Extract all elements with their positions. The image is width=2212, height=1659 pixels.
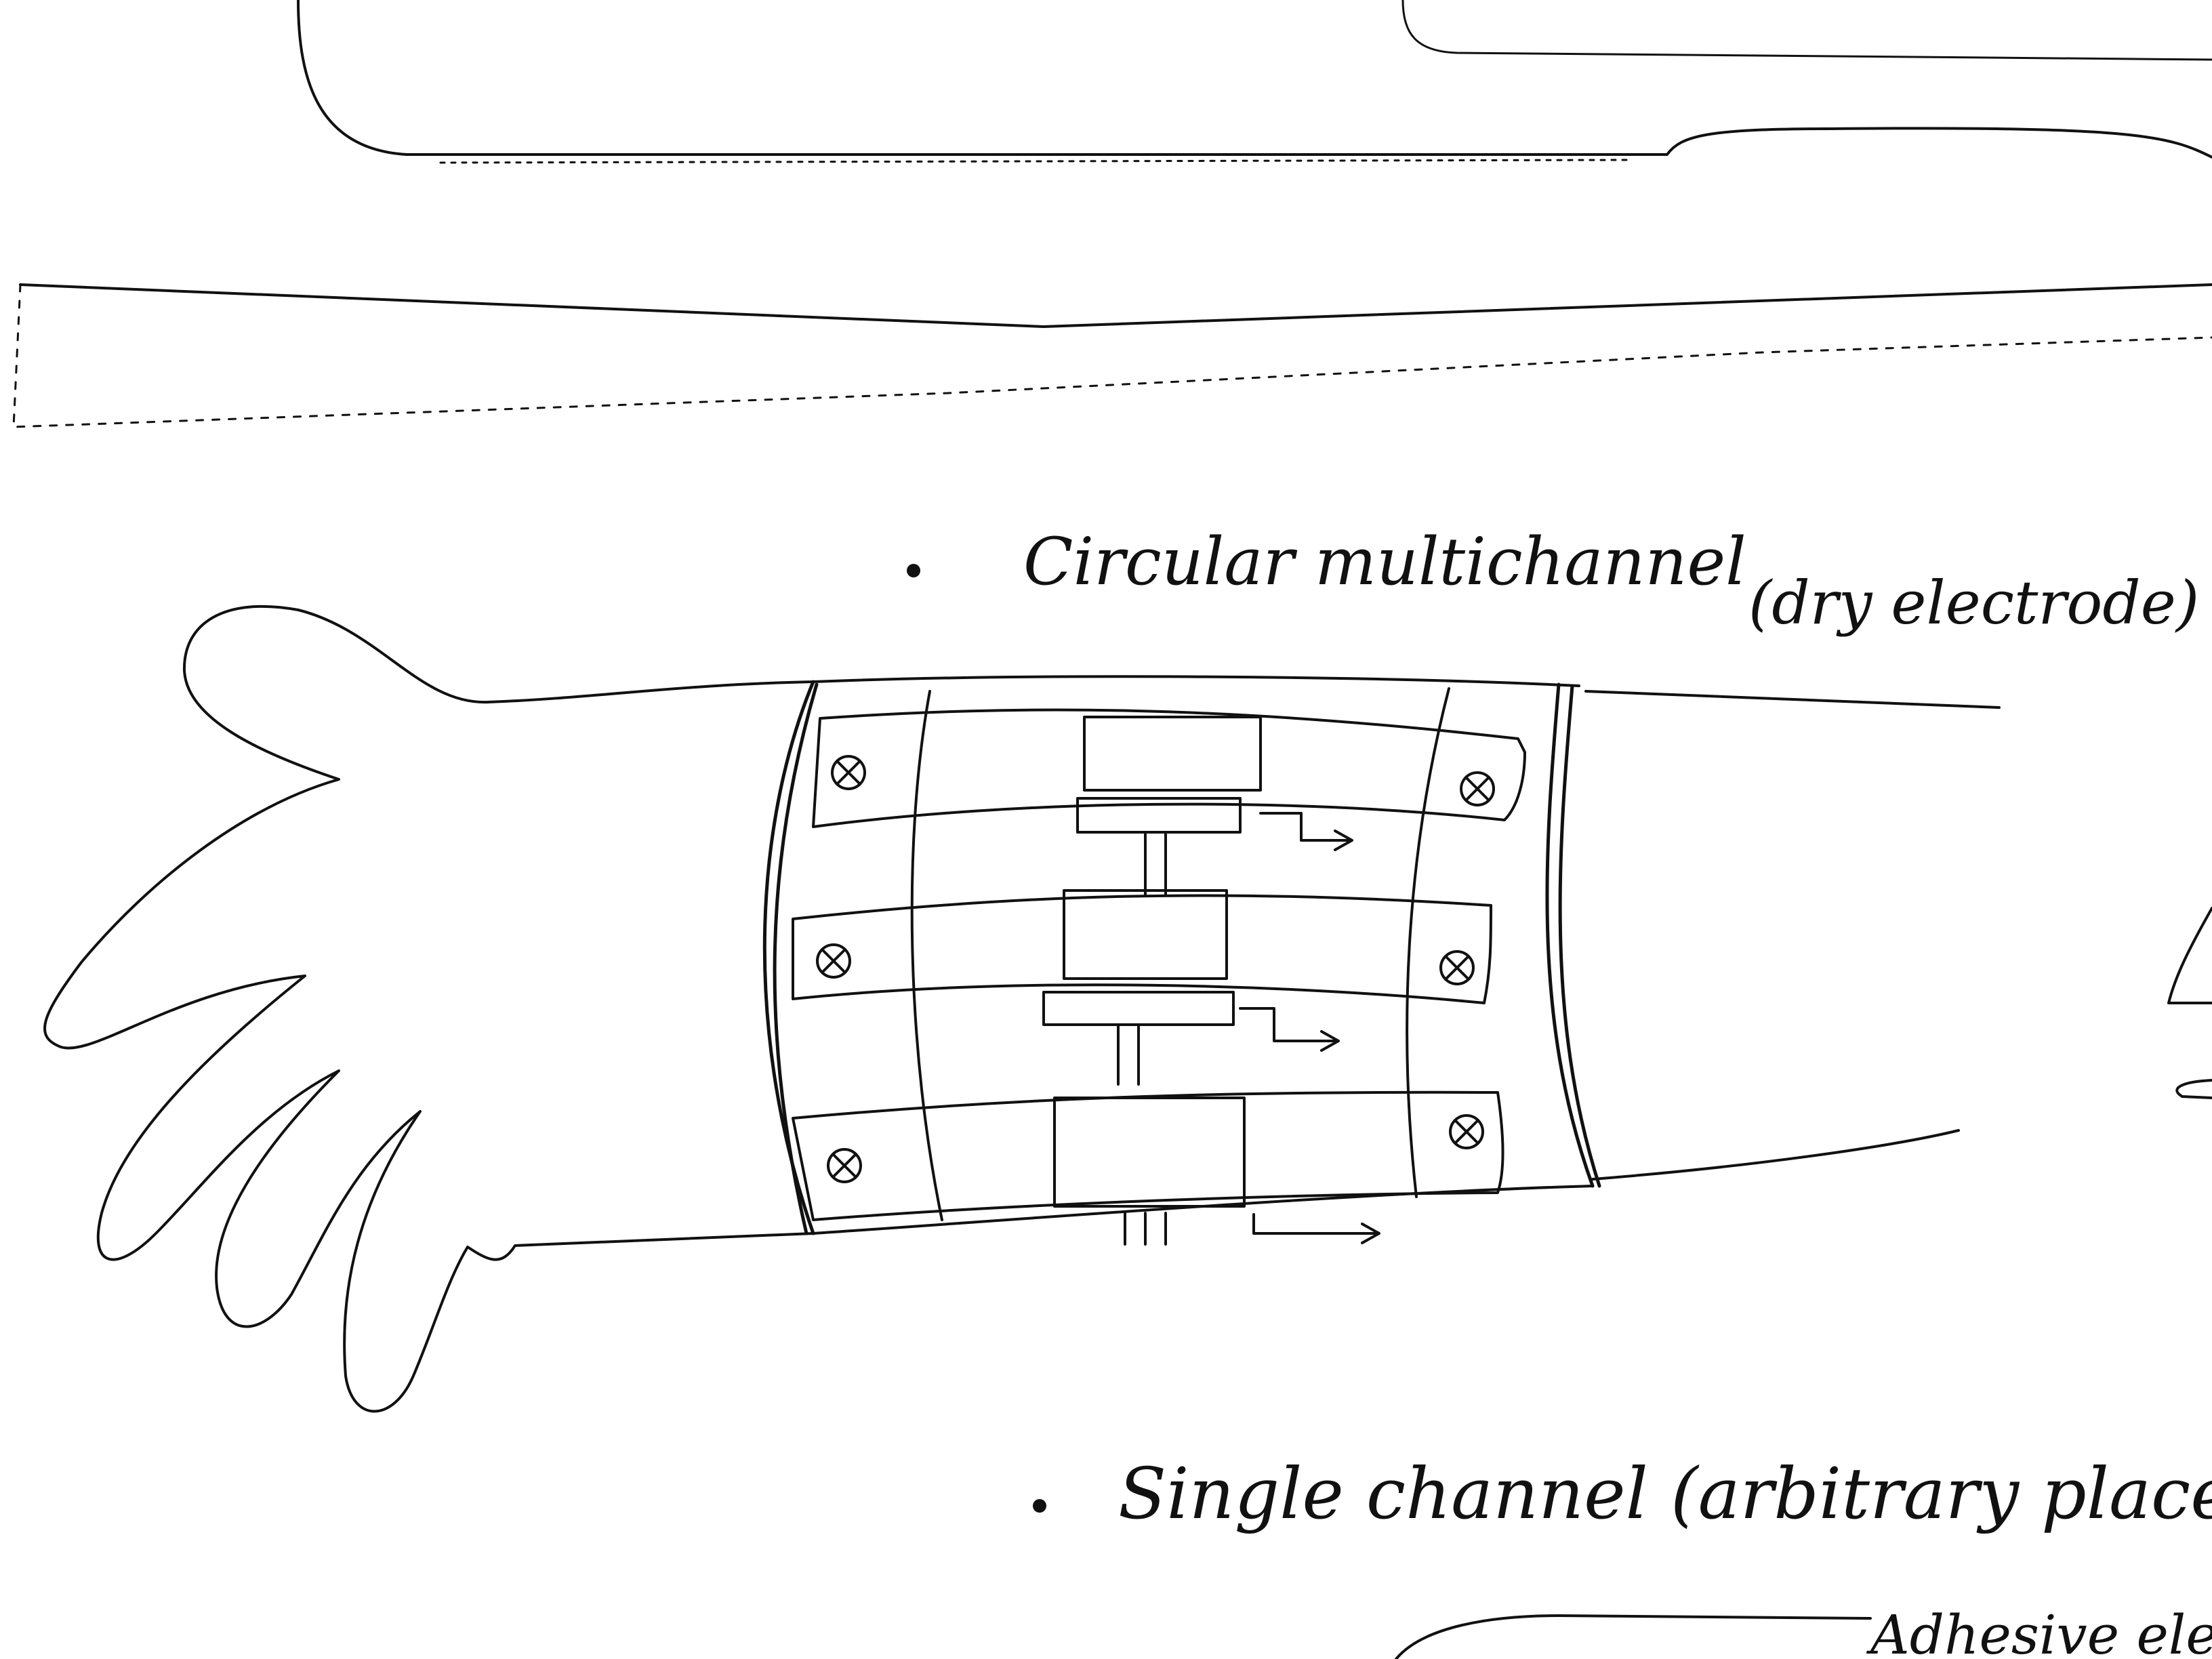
hand-forearm-outline [43, 605, 2001, 1413]
single-channel-title: Single channel (arbitrary placement [1118, 1452, 2212, 1535]
adhesive-electrode-text: Adhesive electr [1866, 1603, 2212, 1659]
electrode-strip-3 [792, 1090, 1504, 1246]
bullet-dot [907, 564, 920, 577]
multichannel-title: Circular multichannel [1023, 524, 1746, 600]
previous-sketch-outline [12, 0, 2212, 428]
electrode-cuff-band [762, 675, 1601, 1235]
bullet-dot [1033, 1499, 1046, 1513]
multichannel-subtitle: (dry electrode) [1748, 568, 2199, 638]
electrode-strip-1 [812, 708, 1526, 896]
right-partial-sketch [2167, 907, 2212, 1099]
adhesive-electrode-note: Adhesive electr [1395, 1603, 2212, 1659]
single-channel-heading: Single channel (arbitrary placement [1033, 1452, 2212, 1535]
electrode-strip-2 [792, 889, 1492, 1086]
multichannel-heading: Circular multichannel (dry electrode) [907, 524, 2199, 638]
